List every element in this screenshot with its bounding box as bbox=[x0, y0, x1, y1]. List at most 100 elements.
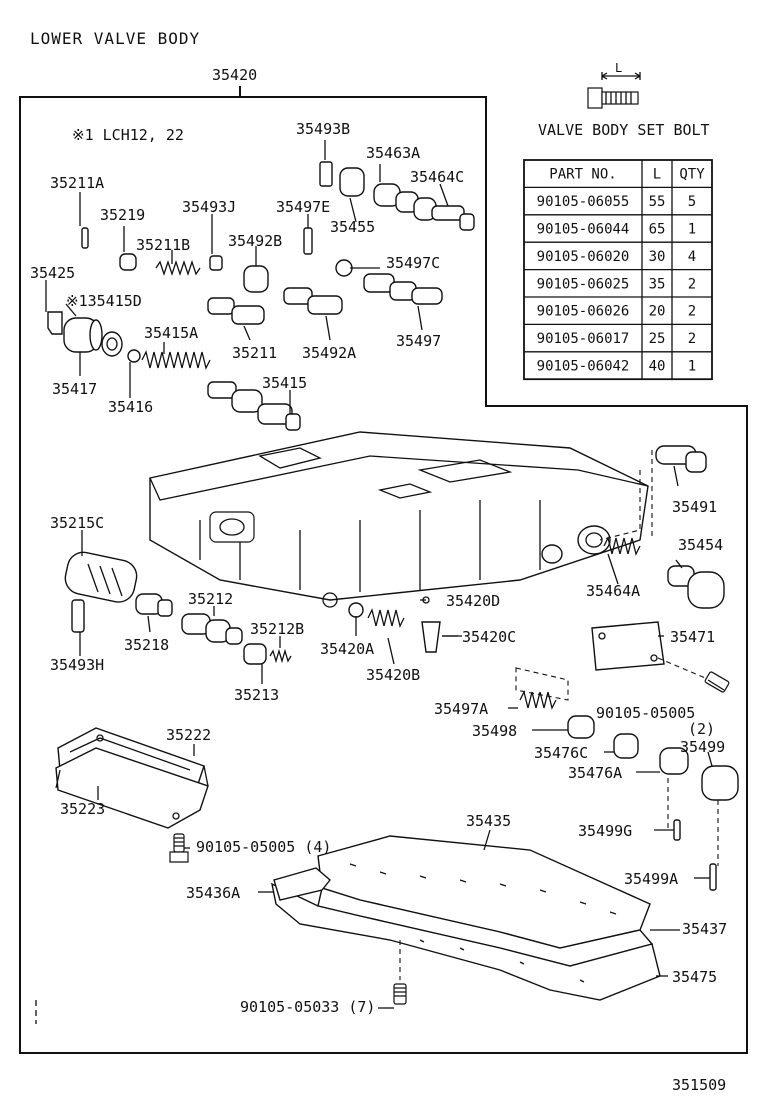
bolt-length: 55 bbox=[649, 194, 666, 210]
label-35493j: 35493J bbox=[182, 198, 236, 216]
part-35416-shape bbox=[127, 349, 141, 363]
bolt-90105-05005-4-shape bbox=[169, 833, 189, 863]
part-35436a-shape bbox=[273, 867, 331, 901]
diagram-title: LOWER VALVE BODY bbox=[30, 29, 200, 48]
label-90105-05005-2: 90105-05005 bbox=[596, 704, 695, 722]
bolt-qty: 4 bbox=[688, 249, 696, 265]
label-35415: 35415 bbox=[262, 374, 307, 392]
part-35415a-spring bbox=[141, 350, 211, 370]
label-35493b: 35493B bbox=[296, 120, 350, 138]
label-35475: 35475 bbox=[672, 968, 717, 986]
label-35437: 35437 bbox=[682, 920, 727, 938]
bolt-qty: 1 bbox=[688, 222, 696, 238]
bolt-length: 40 bbox=[649, 359, 666, 375]
part-35493h-shape bbox=[71, 599, 85, 633]
label-35476a: 35476A bbox=[568, 764, 622, 782]
part-35223-shape bbox=[55, 747, 209, 829]
label-90105-05033: 90105-05033 (7) bbox=[240, 998, 375, 1016]
label-35492b: 35492B bbox=[228, 232, 282, 250]
bolt-qty: 2 bbox=[688, 276, 696, 292]
label-35212b: 35212B bbox=[250, 620, 304, 638]
part-35219-shape bbox=[119, 253, 137, 271]
label-35420c: 35420C bbox=[462, 628, 516, 646]
part-35475-shape bbox=[271, 882, 661, 1001]
label-35420a: 35420A bbox=[320, 640, 374, 658]
part-35212-shape bbox=[181, 613, 243, 645]
label-35464a: 35464A bbox=[586, 582, 640, 600]
label-35211: 35211 bbox=[232, 344, 277, 362]
part-35471-shape bbox=[591, 621, 665, 671]
bolt-part-number: 90105-06042 bbox=[537, 359, 630, 375]
label-35415a: 35415A bbox=[144, 324, 198, 342]
part-35493j-shape bbox=[209, 255, 223, 271]
bolt-part-number: 90105-06025 bbox=[537, 276, 630, 292]
part-35491-shape bbox=[655, 445, 707, 473]
bolt-length: 25 bbox=[649, 331, 666, 347]
part-35215c-shape bbox=[64, 551, 138, 603]
bolt-part-number: 90105-06020 bbox=[537, 249, 630, 265]
part-35420a-shape bbox=[348, 602, 364, 618]
part-35454-shape bbox=[667, 565, 725, 609]
bolt-length: 20 bbox=[649, 304, 666, 320]
label-35223: 35223 bbox=[60, 800, 105, 818]
part-35497a-spring bbox=[519, 690, 557, 710]
part-35211b-spring bbox=[155, 259, 201, 277]
label-35420b: 35420B bbox=[366, 666, 420, 684]
label-35497a: 35497A bbox=[434, 700, 488, 718]
part-35455-shape bbox=[339, 167, 365, 197]
bolt-part-number: 90105-06026 bbox=[537, 304, 630, 320]
label-35436a: 35436A bbox=[186, 884, 240, 902]
part-35493b-shape bbox=[319, 161, 333, 187]
part-35425-shape bbox=[47, 311, 63, 335]
bolt-length: 35 bbox=[649, 276, 666, 292]
bolt-qty: 1 bbox=[688, 359, 696, 375]
bolt-qty: 2 bbox=[688, 331, 696, 347]
part-35497c-shape bbox=[335, 259, 353, 277]
label-35492a: 35492A bbox=[302, 344, 356, 362]
bolt-length: 65 bbox=[649, 222, 666, 238]
label-35499a: 35499A bbox=[624, 870, 678, 888]
part-35464c-shape bbox=[431, 205, 475, 231]
label-35454: 35454 bbox=[678, 536, 723, 554]
part-35415-shape bbox=[207, 381, 301, 431]
part-35464a-spring bbox=[603, 536, 641, 556]
label-35416: 35416 bbox=[108, 398, 153, 416]
bolt-icon: L bbox=[587, 61, 641, 109]
assembly-number-label: 35420 bbox=[212, 66, 257, 84]
part-35420b-spring bbox=[367, 608, 405, 628]
label-35417: 35417 bbox=[52, 380, 97, 398]
bolt-table-title: VALVE BODY SET BOLT bbox=[538, 121, 710, 139]
label-35420d: 35420D bbox=[446, 592, 500, 610]
label-35497c: 35497C bbox=[386, 254, 440, 272]
part-35492b-shape bbox=[243, 265, 269, 293]
label-35455: 35455 bbox=[330, 218, 375, 236]
label-35218: 35218 bbox=[124, 636, 169, 654]
label-35471: 35471 bbox=[670, 628, 715, 646]
label-35463a: 35463A bbox=[366, 144, 420, 162]
bolt-part-number: 90105-06044 bbox=[537, 222, 630, 238]
part-35497-shape bbox=[363, 273, 443, 305]
part-35211a-shape bbox=[81, 227, 89, 249]
part-35212b-spring bbox=[269, 648, 292, 664]
label-35213: 35213 bbox=[234, 686, 279, 704]
label-35491: 35491 bbox=[672, 498, 717, 516]
applicability-note: ※1 LCH12, 22 bbox=[72, 126, 184, 144]
bolt-table-header: QTY bbox=[679, 167, 705, 183]
label-35222: 35222 bbox=[166, 726, 211, 744]
part-35499-shape bbox=[701, 765, 739, 801]
part-35417-shape bbox=[63, 317, 103, 353]
part-35498-shape bbox=[567, 715, 595, 739]
label-35497e: 35497E bbox=[276, 198, 330, 216]
part-35499a-shape bbox=[709, 863, 717, 891]
part-35492a-shape bbox=[283, 287, 343, 315]
bolt-90105-05005-2-shape bbox=[704, 671, 730, 693]
label-135415d: ※135415D bbox=[66, 292, 142, 310]
figure-number: 351509 bbox=[672, 1076, 726, 1094]
label-35498: 35498 bbox=[472, 722, 517, 740]
label-35464c: 35464C bbox=[410, 168, 464, 186]
bolt-part-number: 90105-06055 bbox=[537, 194, 630, 210]
part-35213-shape bbox=[243, 643, 267, 665]
part-35476c-shape bbox=[613, 733, 639, 759]
